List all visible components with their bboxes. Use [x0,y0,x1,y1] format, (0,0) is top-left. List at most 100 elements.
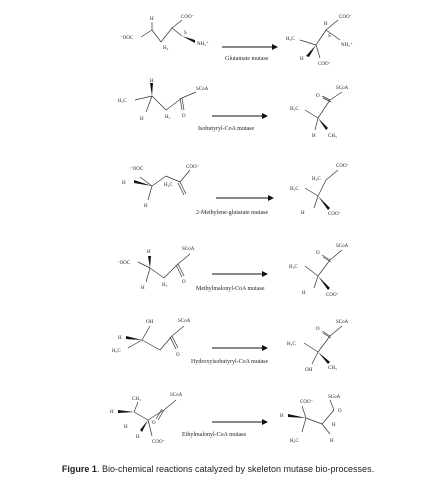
figure-caption-prefix: Figure 1 [61,464,97,474]
label: H₃C [289,265,298,270]
reaction-glutamate-mutase: ⁻OOC H COO⁻ S NH₃⁺ H₂ Glutamate mutase S… [120,15,353,67]
reaction-arrow [212,419,268,425]
label: H₃C [290,439,299,444]
label: SCoA [196,87,209,92]
label: H₃C [112,349,121,354]
substrate-hydroxybutyryl-coa: OH SCoA H H₃C O [112,319,191,358]
label: O [182,114,186,119]
label: SCoA [182,247,195,252]
substrate-succinyl-coa: H SCoA ⁻OOC H H₂ O [117,247,195,291]
reaction-hydroxyisobutyryl-coa-mutase: OH SCoA H H₃C O Hydroxyisobutyryl-CoA mu… [112,319,349,373]
label: H₂ [165,115,171,120]
label: O [316,327,320,332]
label: O [338,409,342,414]
reaction-scheme: ⁻OOC H COO⁻ S NH₃⁺ H₂ Glutamate mutase S… [110,15,353,445]
reaction-name: Isobutyryl-CoA mutase [198,126,254,132]
label: CH₃ [328,366,337,371]
label: O [316,251,320,256]
reaction-methylmalonyl-coa-mutase: H SCoA ⁻OOC H H₂ O Methylmalonyl-CoA mut… [117,244,349,298]
label: H [110,410,114,415]
label: H [332,423,336,428]
product-isobutyryl-coa: SCoA O H₃C H CH₃ [290,86,349,139]
label: H₂ [162,283,168,288]
reaction-arrow [216,195,274,201]
product-methylmalonyl-coa: SCoA O H₃C H COO⁻ [289,244,349,298]
label: ⁻OOC [120,36,134,41]
label: COO⁻ [328,212,342,217]
label: S [184,31,187,36]
label: COO⁻ [318,62,332,67]
label: H [118,336,122,341]
label: H₂ [163,46,169,51]
label: COO⁻ [300,400,314,405]
label: H [300,57,304,62]
label: H [141,286,145,291]
label: O [176,353,180,358]
reaction-name: Hydroxyisobutyryl-CoA mutase [191,359,268,365]
label: O [182,280,186,285]
label: H [302,291,306,296]
reaction-arrow [212,345,268,351]
label: COO⁻ [186,165,200,170]
reaction-name: Methylmalonyl-CoA mutase [196,286,265,292]
label: S [328,34,331,39]
label: H₃C [290,187,299,192]
label: H₂C [164,183,173,188]
reaction-name: Glutamate mutase [225,56,269,62]
reaction-2-methylene-glutarate-mutase: ⁻OOC COO⁻ H H₂C H 2-Methylene-glutarate … [122,164,350,217]
product-hydroxyisobutyryl-coa: SCoA O H₃C OH CH₃ [287,320,349,373]
label: H₃C [290,107,299,112]
product-methylaspartate: SCoA COO⁻ H H₃C S NH₃⁺ H COO⁻ [286,15,353,67]
label: COO⁻ [181,15,195,20]
label: ⁻OOC [117,261,131,266]
reaction-isobutyryl-coa-mutase: H SCoA H₃C H H₂ O Isobutyryl-CoA mutase … [118,79,349,139]
label: H₃C [118,99,127,104]
label: OH [146,320,154,325]
label: CH₃ [132,397,141,402]
label: H [324,22,328,27]
label: H [136,435,140,440]
label: H₂C [312,177,321,182]
reaction-arrow [212,113,268,119]
label: SCoA [336,86,349,91]
label: O [316,94,320,99]
substrate-2-methylene-glutarate: ⁻OOC COO⁻ H H₂C H [122,165,200,209]
label: H [280,414,284,419]
label: COO⁻ [339,15,353,20]
label: COO⁻ [152,440,166,445]
label: OH [305,368,313,373]
substrate-butyryl-coa: H SCoA H₃C H H₂ O [118,79,209,122]
substrate-ethylmalonyl-coa: CH₃ SCoA H H O H COO⁻ [110,393,183,445]
label: SCoA [328,395,341,400]
label: COO⁻ [326,293,340,298]
reaction-name: 2-Methylene-glutarate mutase [196,210,268,216]
label: H [140,117,144,122]
label: H [312,134,316,139]
label: SCoA [336,320,349,325]
label: H [330,439,334,444]
reaction-arrow [222,44,278,50]
label: NH₃⁺ [197,41,209,47]
label: H [150,17,154,22]
reaction-ethylmalonyl-coa-mutase: CH₃ SCoA H H O H COO⁻ Ethylmalonyl-CoA m… [110,393,342,445]
figure-caption: Figure 1. Bio-chemical reactions catalyz… [0,464,436,474]
label: H₃C [286,37,295,42]
label: CH₃ [328,134,337,139]
label: H₃C [287,342,296,347]
label: SCoA [336,244,349,249]
label: SCoA [170,393,183,398]
label: COO⁻ [336,164,350,169]
label: NH₃⁺ [341,42,353,48]
label: O [152,421,156,426]
figure-caption-text: . Bio-chemical reactions catalyzed by sk… [96,464,375,474]
reaction-arrow [212,271,268,277]
product-methylitaconate: COO⁻ H₂C H₃C H COO⁻ [290,164,350,217]
label: ⁻OOC [130,167,144,172]
label: H [122,181,126,186]
substrate-glutamate: ⁻OOC H COO⁻ S NH₃⁺ H₂ [120,15,209,51]
label: H [124,425,128,430]
reaction-name: Ethylmalonyl-CoA mutase [182,432,246,438]
label: SCoA [178,319,191,324]
label: H [147,250,151,255]
product-methylsuccinyl-coa: COO⁻ SCoA H H H₃C H O [280,395,342,444]
